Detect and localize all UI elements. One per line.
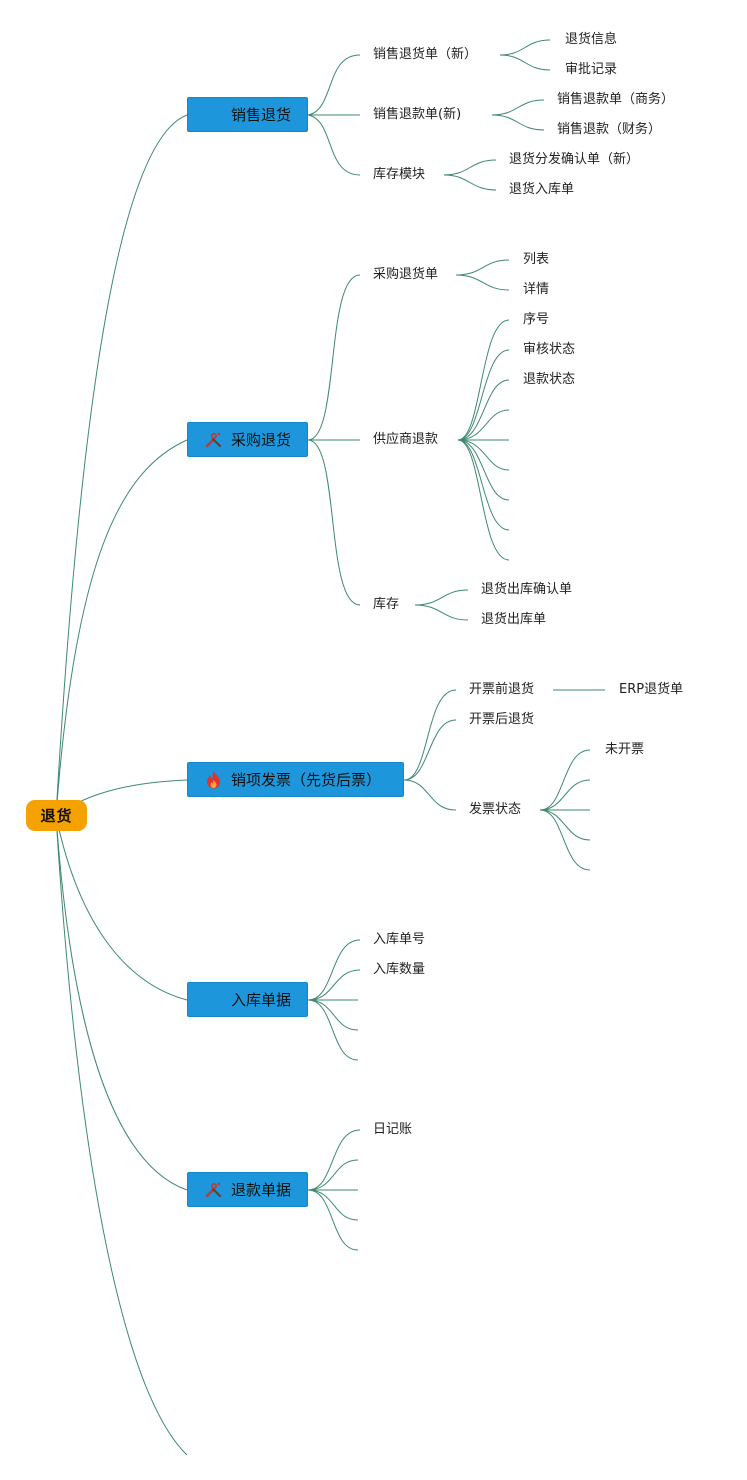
node-sales-return-order[interactable]: 销售退货单（新） xyxy=(373,47,478,62)
node-stock[interactable]: 库存 xyxy=(373,597,400,612)
leaf-inbound-number[interactable]: 入库单号 xyxy=(373,932,426,947)
leaf-return-outbound-order[interactable]: 退货出库单 xyxy=(481,612,547,627)
leaf-return-dispatch-confirm[interactable]: 退货分发确认单（新） xyxy=(509,152,640,167)
node-sales-return-label: 销售退货 xyxy=(231,106,292,124)
leaf-approval-record[interactable]: 审批记录 xyxy=(565,62,618,77)
node-invoice-status[interactable]: 发票状态 xyxy=(469,802,522,817)
leaf-list[interactable]: 列表 xyxy=(523,252,550,267)
node-purchase-return-order[interactable]: 采购退货单 xyxy=(373,267,439,282)
node-sales-return[interactable]: 销售退货 xyxy=(187,97,308,132)
node-supplier-refund[interactable]: 供应商退款 xyxy=(373,432,439,447)
leaf-inbound-quantity[interactable]: 入库数量 xyxy=(373,962,426,977)
tools-icon xyxy=(204,1181,222,1199)
leaf-return-info[interactable]: 退货信息 xyxy=(565,32,618,47)
root-label: 退货 xyxy=(40,807,73,825)
node-inbound-docs-label: 入库单据 xyxy=(231,991,292,1009)
leaf-refund-finance[interactable]: 销售退款（财务） xyxy=(557,122,662,137)
leaf-erp-return-order[interactable]: ERP退货单 xyxy=(619,682,684,697)
node-sales-invoice[interactable]: 销项发票（先货后票） xyxy=(187,762,404,797)
node-before-invoice-return[interactable]: 开票前退货 xyxy=(469,682,535,697)
tools-icon xyxy=(204,431,222,449)
leaf-detail[interactable]: 详情 xyxy=(523,282,550,297)
node-sales-invoice-label: 销项发票（先货后票） xyxy=(231,771,382,789)
node-refund-docs-label: 退款单据 xyxy=(231,1181,292,1199)
node-purchase-return[interactable]: 采购退货 xyxy=(187,422,308,457)
leaf-refund-business[interactable]: 销售退款单（商务） xyxy=(557,92,675,107)
leaf-not-invoiced[interactable]: 未开票 xyxy=(605,742,645,757)
node-stock-module[interactable]: 库存模块 xyxy=(373,167,426,182)
leaf-review-status[interactable]: 审核状态 xyxy=(523,342,576,357)
leaf-serial-number[interactable]: 序号 xyxy=(523,312,550,327)
node-sales-refund-order[interactable]: 销售退款单(新) xyxy=(373,107,462,122)
fire-icon xyxy=(204,771,222,789)
node-purchase-return-label: 采购退货 xyxy=(231,431,292,449)
leaf-journal[interactable]: 日记账 xyxy=(373,1122,413,1137)
leaf-refund-status[interactable]: 退款状态 xyxy=(523,372,576,387)
root-node[interactable]: 退货 xyxy=(26,800,87,831)
blank-icon xyxy=(204,991,222,1009)
blank-icon xyxy=(204,106,222,124)
node-inbound-docs[interactable]: 入库单据 xyxy=(187,982,308,1017)
leaf-return-inbound-order[interactable]: 退货入库单 xyxy=(509,182,575,197)
node-after-invoice-return[interactable]: 开票后退货 xyxy=(469,712,535,727)
leaf-return-outbound-confirm[interactable]: 退货出库确认单 xyxy=(481,582,573,597)
node-refund-docs[interactable]: 退款单据 xyxy=(187,1172,308,1207)
